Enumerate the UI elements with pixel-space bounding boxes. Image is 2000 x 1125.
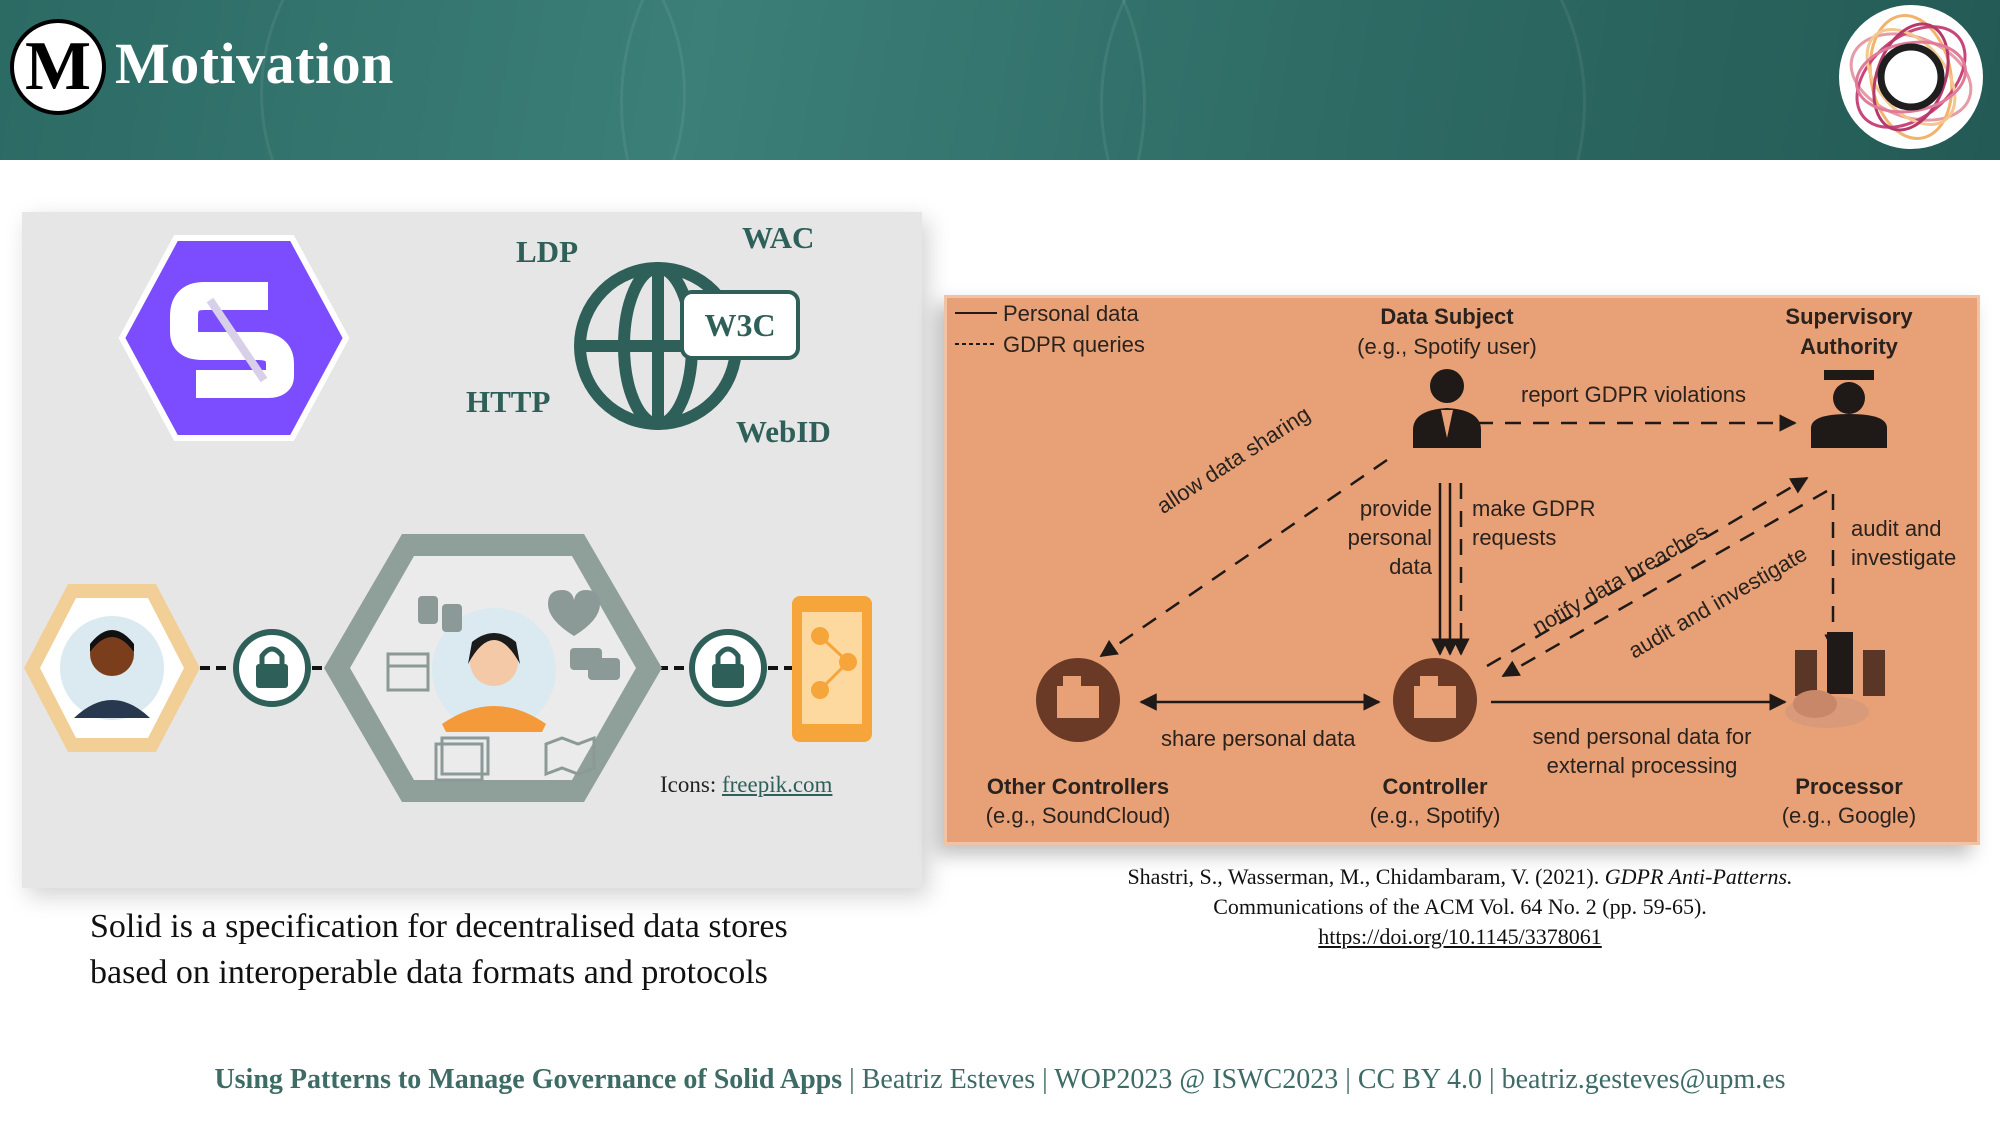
section-badge: M [10, 19, 106, 115]
provide-line-1: provide [1359, 496, 1432, 521]
icons-credit-link[interactable]: freepik.com [721, 772, 833, 797]
send-line-1: send personal data for [1532, 724, 1752, 749]
chat-icon [570, 648, 620, 680]
share-personal-label: share personal data [1161, 726, 1356, 751]
lock-icon [689, 629, 767, 707]
provide-line-2: personal [1347, 525, 1432, 550]
send-line-2: external processing [1546, 753, 1738, 778]
other-controllers-title: Other Controllers [986, 774, 1170, 799]
other-controllers-subtitle: (e.g., SoundCloud) [985, 803, 1171, 828]
citation-title: GDPR Anti-Patterns. [1604, 864, 1793, 889]
controller-subtitle: (e.g., Spotify) [1369, 803, 1501, 828]
processor-servers-icon [1785, 632, 1885, 728]
legend-personal-data: Personal data [1003, 301, 1139, 326]
citation-doi-link[interactable]: https://doi.org/10.1145/3378061 [1318, 924, 1602, 949]
caption-line-2: based on interoperable data formats and … [90, 954, 768, 991]
other-controllers-icon [1036, 658, 1120, 742]
make-requests-line-2: requests [1472, 525, 1557, 550]
report-violations-label: report GDPR violations [1521, 382, 1746, 407]
solid-logo-icon [118, 235, 350, 441]
citation-journal: Communications of the ACM Vol. 64 No. 2 … [1213, 894, 1707, 919]
data-subject-title: Data Subject [1380, 304, 1514, 329]
citation-line-1: Shastri, S., Wasserman, M., Chidambaram,… [1000, 862, 1920, 892]
icons-credit-label: Icons: [660, 772, 717, 797]
w3c-badge: W3C [680, 290, 800, 360]
solid-pod-network [24, 534, 872, 802]
conference-logo-icon [1839, 5, 1983, 149]
provide-line-3: data [1389, 554, 1432, 579]
gdpr-diagram-arrows [955, 312, 1887, 742]
solid-overview-panel: W3C LDP WAC HTTP WebID [22, 212, 922, 888]
legend-gdpr-queries: GDPR queries [1003, 332, 1145, 357]
header-banner: M Motivation [0, 0, 2000, 160]
controller-title: Controller [1382, 774, 1488, 799]
audit-line-2: investigate [1851, 545, 1957, 570]
heart-icon [548, 590, 600, 636]
slide-title: Motivation [115, 31, 394, 96]
reference-citation: Shastri, S., Wasserman, M., Chidambaram,… [1000, 862, 1920, 952]
smartphone-app-icon [792, 596, 872, 742]
http-label: HTTP [466, 384, 551, 419]
controller-icon [1393, 658, 1477, 742]
supervisory-authority-icon [1811, 370, 1887, 448]
icons-credit: Icons: freepik.com [660, 772, 832, 798]
webid-label: WebID [736, 414, 831, 449]
caption-line-1: Solid is a specification for decentralis… [90, 908, 788, 945]
audit-line-1: audit and [1851, 516, 1942, 541]
solid-pod-hexagon [324, 534, 662, 802]
user-avatar-icon [24, 584, 200, 752]
lock-icon [233, 629, 311, 707]
w3c-label: W3C [704, 306, 776, 343]
footer: Using Patterns to Manage Governance of S… [0, 1064, 2000, 1096]
map-icon [544, 735, 596, 777]
solid-caption: Solid is a specification for decentralis… [90, 904, 930, 996]
make-requests-line-1: make GDPR [1472, 496, 1596, 521]
citation-authors: Shastri, S., Wasserman, M., Chidambaram,… [1127, 864, 1600, 889]
ldp-label: LDP [516, 234, 578, 269]
data-subject-subtitle: (e.g., Spotify user) [1357, 334, 1537, 359]
gallery-icon [434, 736, 490, 782]
supervisory-title-2: Authority [1800, 334, 1898, 359]
data-subject-icon [1413, 369, 1481, 448]
footer-talk-title: Using Patterns to Manage Governance of S… [214, 1064, 843, 1095]
calendar-icon [386, 652, 430, 692]
gdpr-roles-diagram: Personal data GDPR queries Data Subject … [944, 295, 1980, 845]
wac-label: WAC [742, 220, 815, 255]
supervisory-title-1: Supervisory [1785, 304, 1913, 329]
footer-details: | Beatriz Esteves | WOP2023 @ ISWC2023 |… [842, 1064, 1786, 1095]
processor-title: Processor [1795, 774, 1903, 799]
processor-subtitle: (e.g., Google) [1781, 803, 1917, 828]
thumbs-icon [418, 596, 462, 632]
